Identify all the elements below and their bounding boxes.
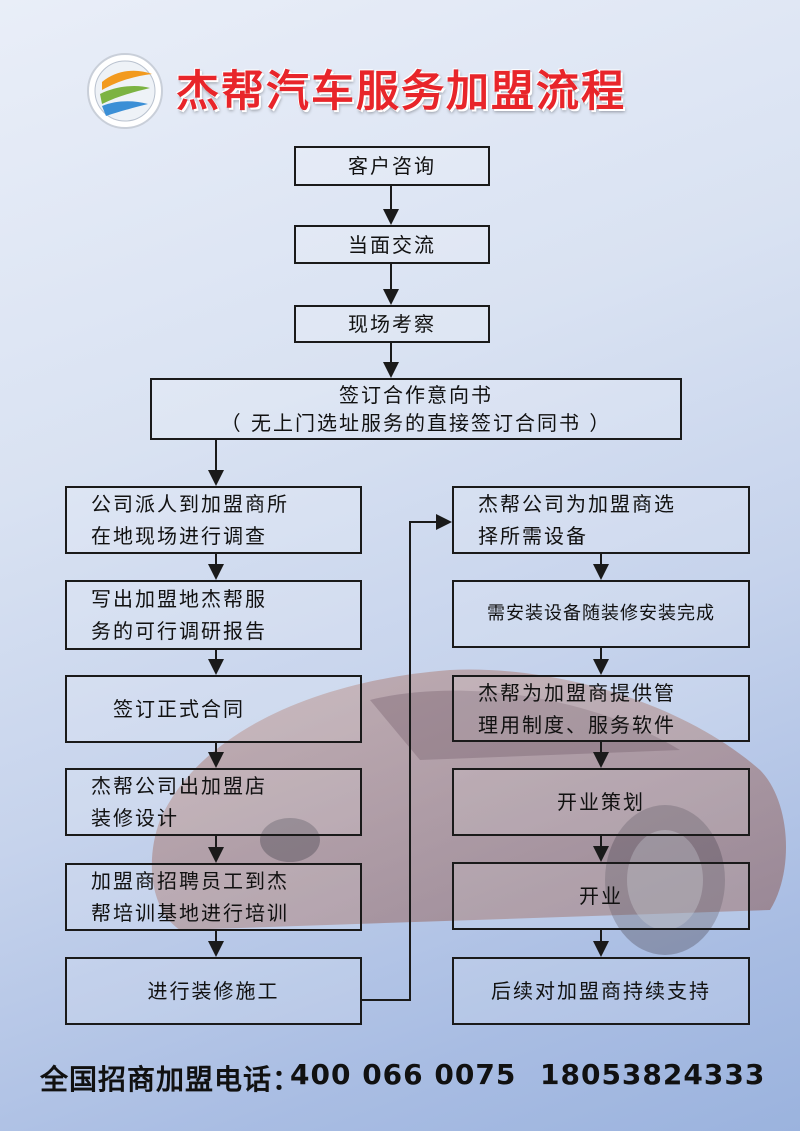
step-label: 杰帮为加盟商提供管 理用制度、服务软件 (478, 680, 676, 737)
hotline-phone-1: 400 066 0075 (290, 1058, 517, 1091)
step-face-to-face: 当面交流 (294, 225, 490, 264)
step-label: 写出加盟地杰帮服 务的可行调研报告 (91, 587, 267, 643)
step-label: 开业 (579, 884, 623, 908)
step-label: 签订合作意向书 (339, 383, 493, 407)
step-right-6: 后续对加盟商持续支持 (452, 957, 750, 1025)
step-right-5: 开业 (452, 862, 750, 930)
step-site-inspection: 现场考察 (294, 305, 490, 343)
step-label: 杰帮公司出加盟店 装修设计 (91, 774, 267, 830)
step-left-2: 写出加盟地杰帮服 务的可行调研报告 (65, 580, 362, 650)
step-right-3: 杰帮为加盟商提供管 理用制度、服务软件 (452, 675, 750, 742)
step-label: 签订正式合同 (113, 697, 245, 721)
step-right-4: 开业策划 (452, 768, 750, 836)
step-letter-of-intent: 签订合作意向书 （ 无上门选址服务的直接签订合同书 ） (150, 378, 682, 440)
step-note: （ 无上门选址服务的直接签订合同书 ） (220, 411, 612, 435)
step-left-6: 进行装修施工 (65, 957, 362, 1025)
step-label: 需安装设备随装修安装完成 (487, 603, 715, 624)
step-left-1: 公司派人到加盟商所 在地现场进行调查 (65, 486, 362, 554)
step-right-2: 需安装设备随装修安装完成 (452, 580, 750, 648)
logo-icon (87, 53, 163, 129)
step-label: 杰帮公司为加盟商选 择所需设备 (478, 492, 676, 548)
step-label: 公司派人到加盟商所 在地现场进行调查 (91, 492, 289, 548)
step-label: 当面交流 (348, 232, 436, 257)
step-label: 开业策划 (557, 790, 645, 814)
step-right-1: 杰帮公司为加盟商选 择所需设备 (452, 486, 750, 554)
hotline-phone-2: 18053824333 (540, 1058, 766, 1091)
step-label: 客户咨询 (348, 154, 436, 178)
step-left-5: 加盟商招聘员工到杰 帮培训基地进行培训 (65, 863, 362, 931)
step-customer-consultation: 客户咨询 (294, 146, 490, 186)
hotline-footer: 全国招商加盟电话： 400 066 0075 18053824333 (40, 1058, 780, 1098)
step-left-4: 杰帮公司出加盟店 装修设计 (65, 768, 362, 836)
step-label: 进行装修施工 (147, 979, 280, 1003)
step-label: 加盟商招聘员工到杰 帮培训基地进行培训 (91, 869, 289, 925)
step-label: 后续对加盟商持续支持 (491, 979, 711, 1003)
step-left-3: 签订正式合同 (65, 675, 362, 743)
hotline-label: 全国招商加盟电话： (40, 1063, 302, 1096)
step-label: 现场考察 (348, 312, 436, 336)
page-title: 杰帮汽车服务加盟流程 (176, 67, 626, 117)
